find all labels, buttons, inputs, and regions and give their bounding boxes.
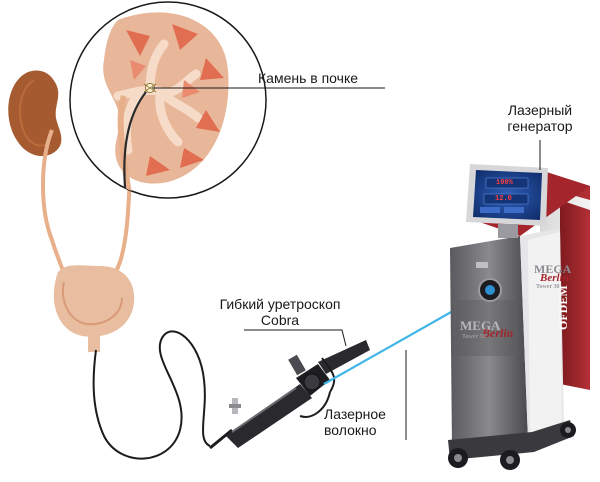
label-laser-fiber: Лазерное волокно (324, 406, 386, 438)
bladder (53, 265, 135, 352)
magnified-kidney (69, 1, 267, 199)
label-kidney-stone: Камень в почке (258, 70, 359, 86)
device-brand-front: MEGA (460, 318, 501, 333)
ureteroscope (209, 340, 370, 450)
device-brand-side: MEGA (534, 262, 572, 276)
scope-cable (92, 330, 211, 460)
label-laser-generator-line2: генератор (507, 118, 573, 134)
label-ureteroscope: Гибкий уретроскоп Cobra (196, 296, 364, 328)
label-laser-fiber-line2: волокно (324, 422, 377, 438)
device-brand-script-side: Berlin (540, 272, 569, 284)
screen-readout-2: 12.0 (495, 195, 512, 203)
device-brand-sub-front: Tower 30 (462, 334, 486, 340)
ureteroscope-leader (244, 329, 347, 347)
label-ureteroscope-line1: Гибкий уретроскоп (219, 296, 341, 312)
label-laser-generator: Лазерный генератор (492, 102, 588, 134)
device-side-logo: OFDEM (556, 285, 570, 330)
screen-readout-1: 100% (496, 179, 513, 187)
device-brand-script-front: Berlin (482, 326, 514, 340)
device-brand-sub-side: Tower 30 (536, 284, 560, 290)
label-laser-fiber-line1: Лазерное (324, 406, 386, 422)
left-kidney (8, 70, 62, 157)
laser-generator (448, 164, 590, 470)
label-ureteroscope-line2: Cobra (260, 312, 300, 328)
label-laser-generator-line1: Лазерный (507, 102, 573, 118)
